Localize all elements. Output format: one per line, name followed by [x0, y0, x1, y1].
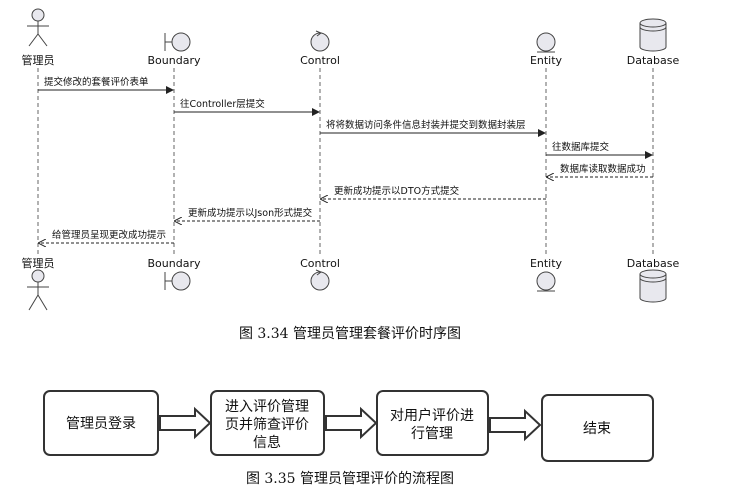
flow-step-4: 结束 [541, 394, 654, 462]
message-label-7: 更新成功提示以Json形式提交 [188, 207, 313, 219]
participant-label-entity-bottom: Entity [530, 257, 563, 270]
participant-label-admin-top: 管理员 [22, 53, 55, 67]
flow-arrow-1 [159, 406, 212, 440]
message-label-1: 提交修改的套餐评价表单 [44, 76, 149, 88]
flow-step-1-line-1: 管理员登录 [66, 416, 136, 432]
message-label-4: 往数据库提交 [552, 141, 610, 153]
actor-icon [27, 8, 49, 47]
message-6: 更新成功提示以DTO方式提交 [321, 185, 546, 199]
boundary-icon [164, 32, 191, 52]
flow-step-2-line-3: 信息 [253, 434, 281, 451]
message-3: 将将数据访问条件信息封装并提交到数据封装层 [320, 119, 546, 137]
message-1: 提交修改的套餐评价表单 [38, 76, 174, 94]
message-label-6: 更新成功提示以DTO方式提交 [334, 185, 460, 197]
entity-icon-bottom [536, 271, 556, 292]
lifelines [37, 68, 654, 256]
message-label-5: 数据库读取数据成功 [560, 163, 646, 175]
flow-step-2-line-2: 页并筛查评价 [225, 417, 309, 433]
actor-icon-bottom [27, 269, 49, 311]
database-icon-bottom [639, 269, 667, 303]
participant-label-boundary-top: Boundary [148, 54, 201, 67]
participant-label-admin-bottom: 管理员 [22, 256, 55, 270]
message-label-8: 给管理员呈现更改成功提示 [52, 229, 166, 241]
message-5: 数据库读取数据成功 [547, 163, 653, 177]
participant-label-boundary-bottom: Boundary [148, 257, 201, 270]
message-7: 更新成功提示以Json形式提交 [175, 207, 320, 221]
entity-icon [536, 32, 556, 53]
participant-label-entity-top: Entity [530, 54, 563, 67]
control-icon-bottom [310, 269, 330, 291]
participant-label-control-bottom: Control [300, 257, 340, 270]
message-8: 给管理员呈现更改成功提示 [39, 229, 174, 243]
flow-step-2: 进入评价管理 页并筛查评价 信息 [210, 390, 325, 456]
flow-step-3-line-2: 行管理 [411, 426, 453, 442]
flow-step-2-line-1: 进入评价管理 [225, 399, 309, 415]
message-label-3: 将将数据访问条件信息封装并提交到数据封装层 [326, 119, 526, 131]
flow-arrow-2 [325, 406, 378, 440]
participant-label-database-top: Database [627, 54, 680, 67]
control-icon [310, 30, 330, 52]
flow-step-3: 对用户评价进 行管理 [376, 390, 489, 456]
boundary-icon-bottom [164, 271, 191, 291]
flow-arrow-3 [489, 408, 542, 442]
participant-label-control-top: Control [300, 54, 340, 67]
participant-label-database-bottom: Database [627, 257, 680, 270]
sequence-caption: 图 3.34 管理员管理套餐评价时序图 [239, 326, 461, 342]
flow-step-1: 管理员登录 [43, 390, 159, 456]
message-4: 往数据库提交 [546, 141, 653, 159]
message-label-2: 往Controller层提交 [180, 98, 265, 110]
flow-step-3-line-1: 对用户评价进 [390, 407, 474, 424]
flow-step-4-line-1: 结束 [583, 421, 611, 437]
database-icon [639, 18, 667, 52]
message-2: 往Controller层提交 [174, 98, 320, 116]
flow-caption: 图 3.35 管理员管理评价的流程图 [246, 471, 454, 487]
